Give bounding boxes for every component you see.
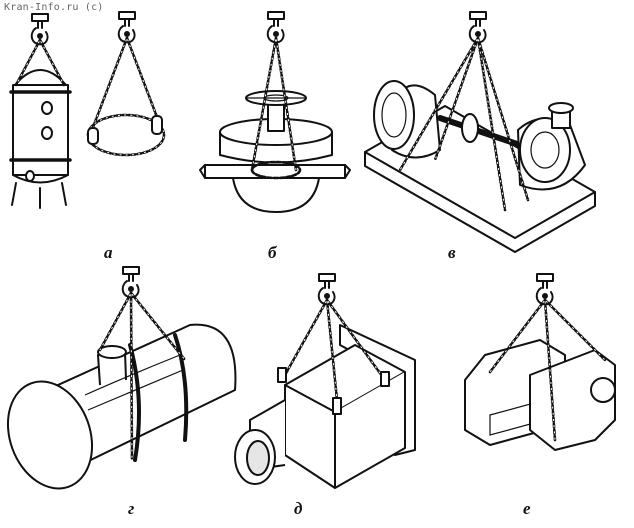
- caption-g: г: [128, 499, 135, 518]
- caption-e: е: [523, 499, 531, 518]
- figure-b-valve: [199, 11, 351, 213]
- caption-b: б: [268, 243, 277, 262]
- figure-d-box: [234, 273, 416, 489]
- caption-v: в: [448, 243, 456, 262]
- caption-d: д: [294, 499, 303, 518]
- watermark: Kran-Info.ru (c): [4, 2, 104, 13]
- figure-e-blocks: [464, 273, 616, 451]
- figure-a-vessel: [9, 13, 72, 209]
- figure-a-sling: [86, 11, 166, 157]
- caption-a: а: [104, 243, 113, 262]
- figure-g-tank: [6, 266, 237, 490]
- figure-v-pump: [364, 11, 596, 253]
